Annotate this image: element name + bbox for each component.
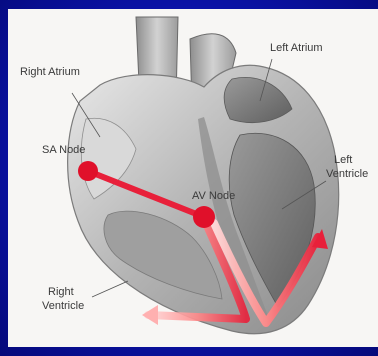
sa-node-label: SA Node xyxy=(42,144,85,156)
right-ventricle-label-line2: Ventricle xyxy=(42,300,84,312)
right-ventricle-label-line1: Right xyxy=(48,286,74,298)
heart-conduction-diagram: Left Atrium Right Atrium SA Node AV Node… xyxy=(8,9,378,347)
left-ventricle-label-line2: Ventricle xyxy=(326,168,368,180)
left-ventricle-label-line1: Left xyxy=(334,154,352,166)
diagram-panel: Left Atrium Right Atrium SA Node AV Node… xyxy=(8,9,378,347)
right-atrium-label: Right Atrium xyxy=(20,66,80,78)
sa-node-dot xyxy=(78,161,98,181)
av-node-dot xyxy=(193,206,215,228)
av-node-label: AV Node xyxy=(192,190,235,202)
left-atrium-label: Left Atrium xyxy=(270,42,323,54)
right-ventricle-leader xyxy=(92,281,128,297)
right-ventricle-arrowhead xyxy=(142,305,158,325)
